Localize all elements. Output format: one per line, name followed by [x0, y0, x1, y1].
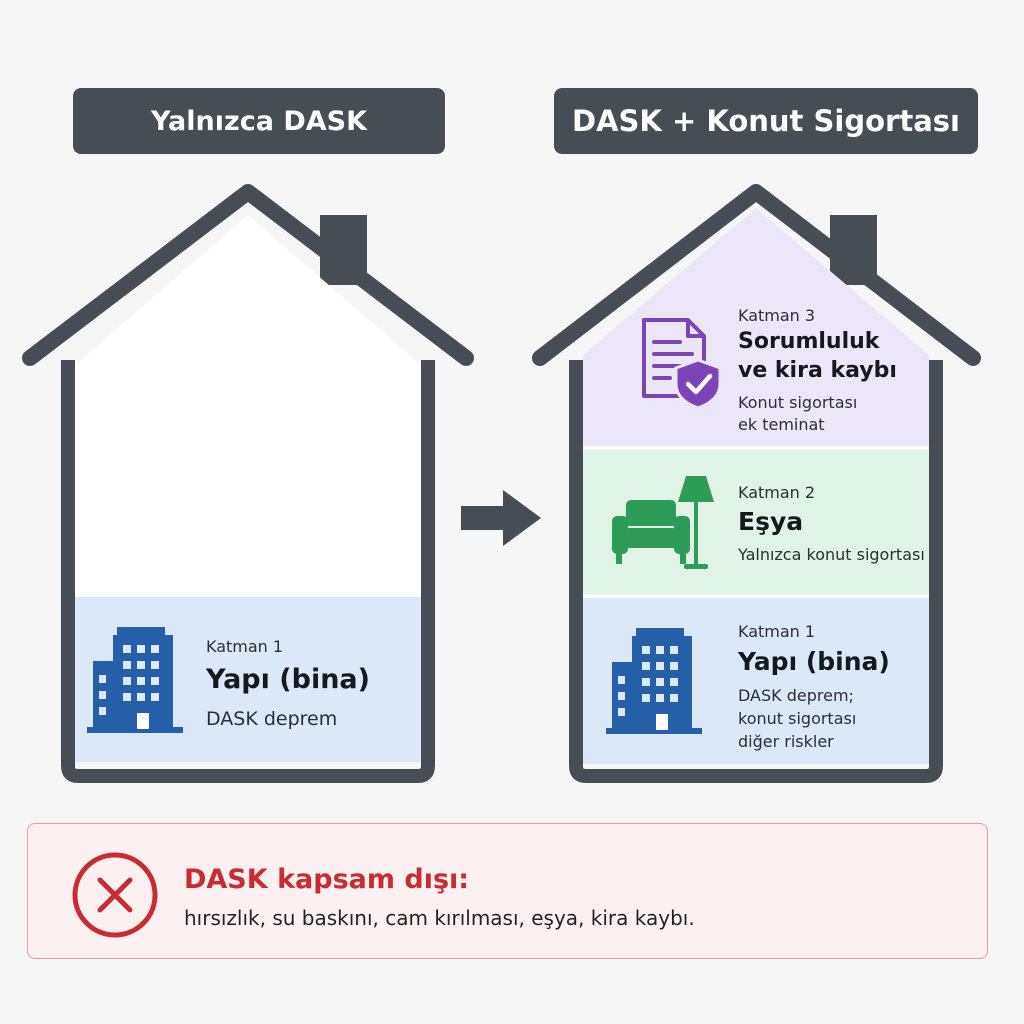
document-shield-icon — [642, 318, 722, 410]
right-layer1-label: Katman 1 — [738, 622, 816, 641]
notice-title: DASK kapsam dışı: — [184, 864, 470, 895]
notice-text: hırsızlık, su baskını, cam kırılması, eş… — [184, 906, 695, 930]
right-layer3-title-2: ve kira kaybı — [738, 358, 897, 383]
right-layer3-desc-1: Konut sigortası — [738, 393, 858, 412]
x-circle-icon — [72, 852, 158, 938]
right-layer2-label: Katman 2 — [738, 483, 816, 502]
right-layer3-label: Katman 3 — [738, 306, 816, 325]
right-layer1-desc-3: diğer riskler — [738, 732, 834, 751]
right-walls — [569, 360, 943, 783]
right-layer2-title: Eşya — [738, 507, 804, 536]
right-layer3-desc-2: ek teminat — [738, 415, 825, 434]
left-roof — [22, 184, 474, 366]
left-layer1-desc: DASK deprem — [206, 708, 338, 730]
header-dask-only: Yalnızca DASK — [73, 88, 445, 154]
arrow-right-icon — [461, 490, 541, 546]
right-roof — [532, 184, 981, 366]
left-walls — [61, 360, 435, 783]
header-dask-plus-home: DASK + Konut Sigortası — [554, 88, 978, 154]
right-layer1-desc-2: konut sigortası — [738, 709, 857, 728]
sofa-lamp-icon — [612, 476, 714, 569]
right-layer3-title-1: Sorumluluk — [738, 329, 880, 354]
building-icon — [87, 627, 183, 733]
left-layer1-title: Yapı (bina) — [206, 664, 370, 695]
right-layer1-desc-1: DASK deprem; — [738, 686, 854, 705]
building-icon — [606, 628, 702, 734]
right-layer2-desc: Yalnızca konut sigortası — [738, 545, 925, 564]
exclusion-notice: DASK kapsam dışı: hırsızlık, su baskını,… — [27, 823, 988, 959]
right-layer-liability — [583, 208, 929, 447]
left-house — [22, 184, 474, 783]
right-layer1-title: Yapı (bina) — [738, 647, 890, 676]
left-layer1-label: Katman 1 — [206, 637, 284, 656]
